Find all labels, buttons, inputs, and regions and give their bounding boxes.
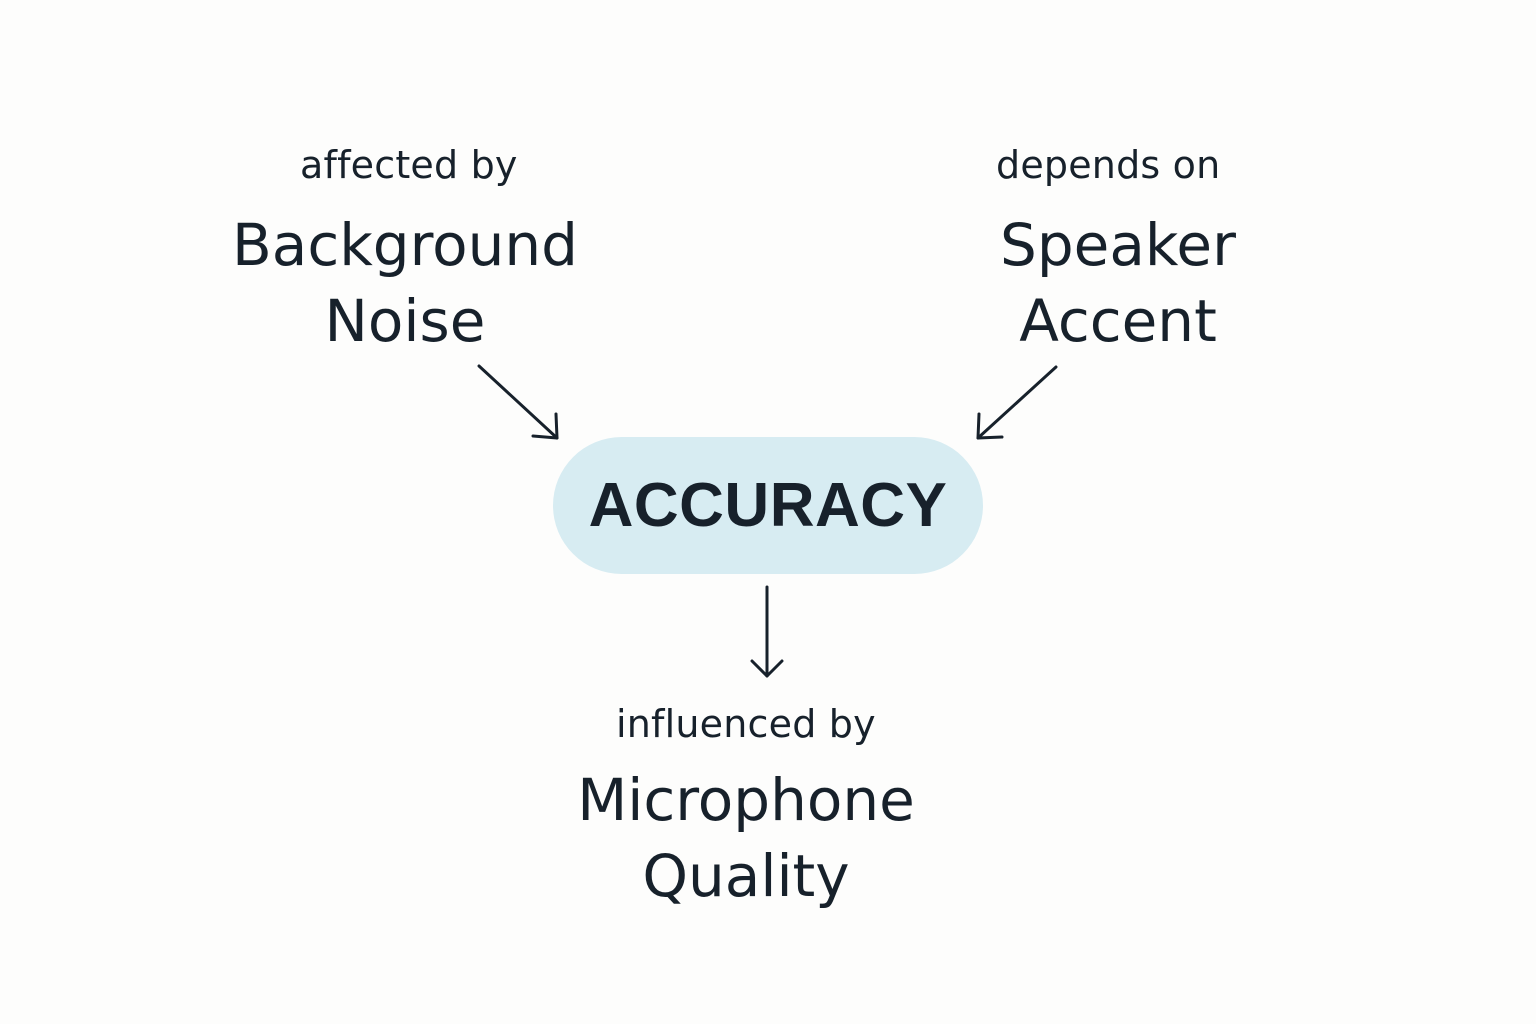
accuracy-node-label: ACCURACY [588, 471, 948, 540]
factor-background-noise-line2: Noise [324, 287, 486, 355]
arrow-to-microphone-quality [750, 585, 784, 678]
relation-label-affected-by: affected by [300, 143, 518, 187]
factor-speaker-accent-line1: Speaker [1000, 211, 1236, 279]
arrow-from-speaker-accent [976, 365, 1058, 440]
factor-microphone-quality-line2: Quality [642, 842, 850, 910]
relation-label-influenced-by: influenced by [616, 702, 876, 746]
relation-label-depends-on: depends on [996, 143, 1221, 187]
factor-speaker-accent-line2: Accent [1019, 287, 1217, 355]
accuracy-node: ACCURACY [553, 437, 983, 574]
factor-background-noise-line1: Background [231, 211, 579, 279]
arrow-from-background-noise [477, 364, 559, 440]
factor-microphone-quality-line1: Microphone [577, 766, 915, 834]
factor-speaker-accent: Speaker Accent [918, 207, 1318, 359]
factor-background-noise: Background Noise [205, 207, 605, 359]
factor-microphone-quality: Microphone Quality [546, 762, 946, 914]
